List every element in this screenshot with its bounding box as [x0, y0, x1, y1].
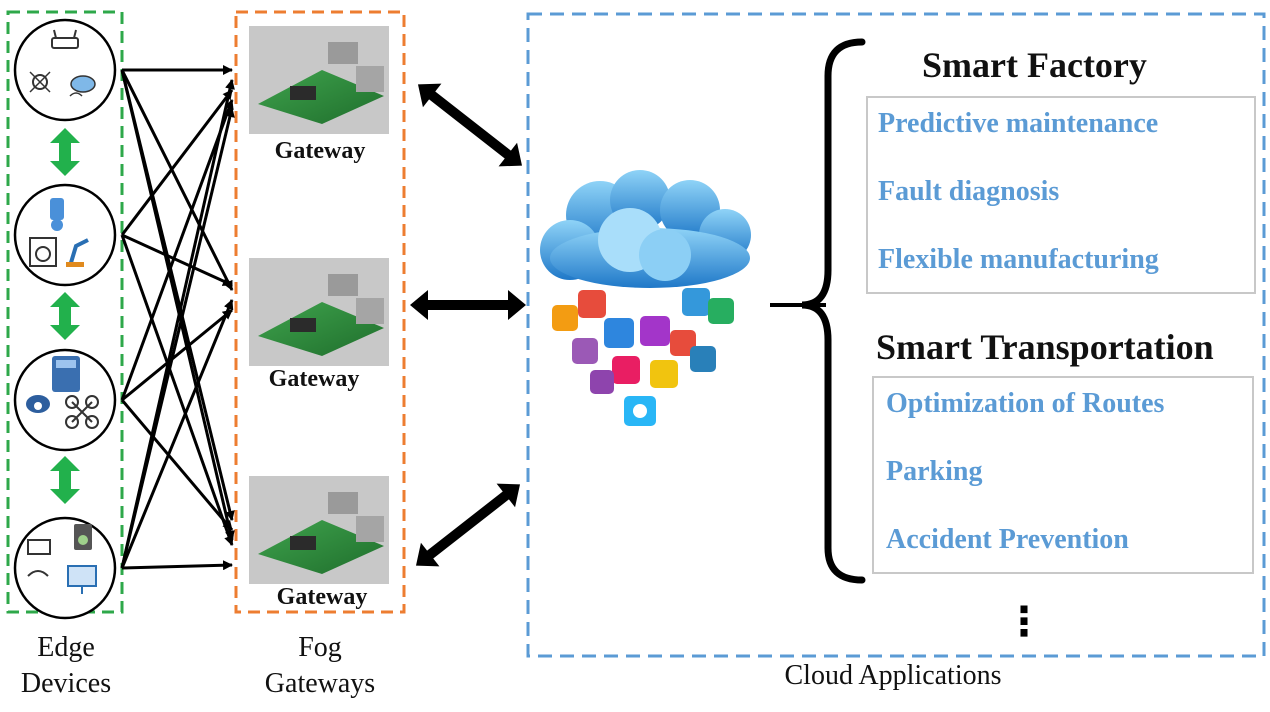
smart-transportation-box: Optimization of Routes Parking Accident … [872, 376, 1254, 574]
gateway-board-1 [249, 26, 389, 134]
smart-factory-title: Smart Factory [922, 45, 1147, 85]
edge-caption-line1: Edge [37, 632, 95, 663]
fog-cloud-arrow-2 [410, 290, 526, 320]
cloud-applications-caption: Cloud Applications [784, 660, 1002, 691]
edge-device-2 [13, 183, 117, 287]
fog-caption-line1: Fog [298, 632, 342, 663]
computer-speaker-icon [27, 524, 97, 594]
app-item-predictive-maintenance: Predictive maintenance [878, 108, 1159, 139]
smart-factory-box: Predictive maintenance Fault diagnosis F… [866, 96, 1256, 294]
more-applications-ellipsis: ⋮ [1004, 599, 1044, 645]
fog-gateways-caption: Fog Gateways [240, 632, 400, 700]
app-item-fault-diagnosis: Fault diagnosis [878, 176, 1060, 207]
edge-device-1 [13, 18, 117, 122]
green-double-arrow-3 [50, 456, 80, 504]
cloud-applications-group [526, 12, 1266, 658]
curly-brace [801, 38, 866, 584]
edge-caption-line2: Devices [20, 668, 112, 699]
smart-transportation-title: Smart Transportation [876, 327, 1214, 367]
app-item-flexible-manufacturing: Flexible manufacturing [878, 244, 1159, 275]
cloud-apps-icon [540, 170, 751, 426]
app-item-optimization-of-routes: Optimization of Routes [886, 388, 1165, 419]
green-double-arrow-2 [50, 292, 80, 340]
phone-camera-drone-icon [26, 356, 99, 429]
gateway-board-2 [249, 258, 389, 366]
router-sensor-icon [29, 29, 96, 97]
app-item-accident-prevention: Accident Prevention [886, 524, 1129, 555]
green-double-arrow-1 [50, 128, 80, 176]
edge-device-3 [13, 348, 117, 452]
edge-fog-connections [120, 65, 235, 571]
gateway-board-3 [249, 476, 389, 584]
app-item-parking: Parking [886, 456, 983, 487]
edge-devices-caption: Edge Devices [0, 632, 132, 700]
edge-link-arrows [50, 128, 80, 504]
gateway-label-1: Gateway [274, 138, 366, 164]
fog-caption-line2: Gateways [264, 668, 376, 699]
edge-device-4 [13, 516, 117, 620]
fog-cloud-arrow-3 [415, 483, 521, 567]
robot-lab-icon [29, 198, 89, 267]
fog-cloud-connections [410, 83, 526, 567]
gateway-label-3: Gateway [276, 584, 368, 610]
fog-gateways-group [234, 10, 406, 614]
gateway-label-2: Gateway [268, 366, 360, 392]
fog-cloud-arrow-1 [417, 83, 523, 167]
